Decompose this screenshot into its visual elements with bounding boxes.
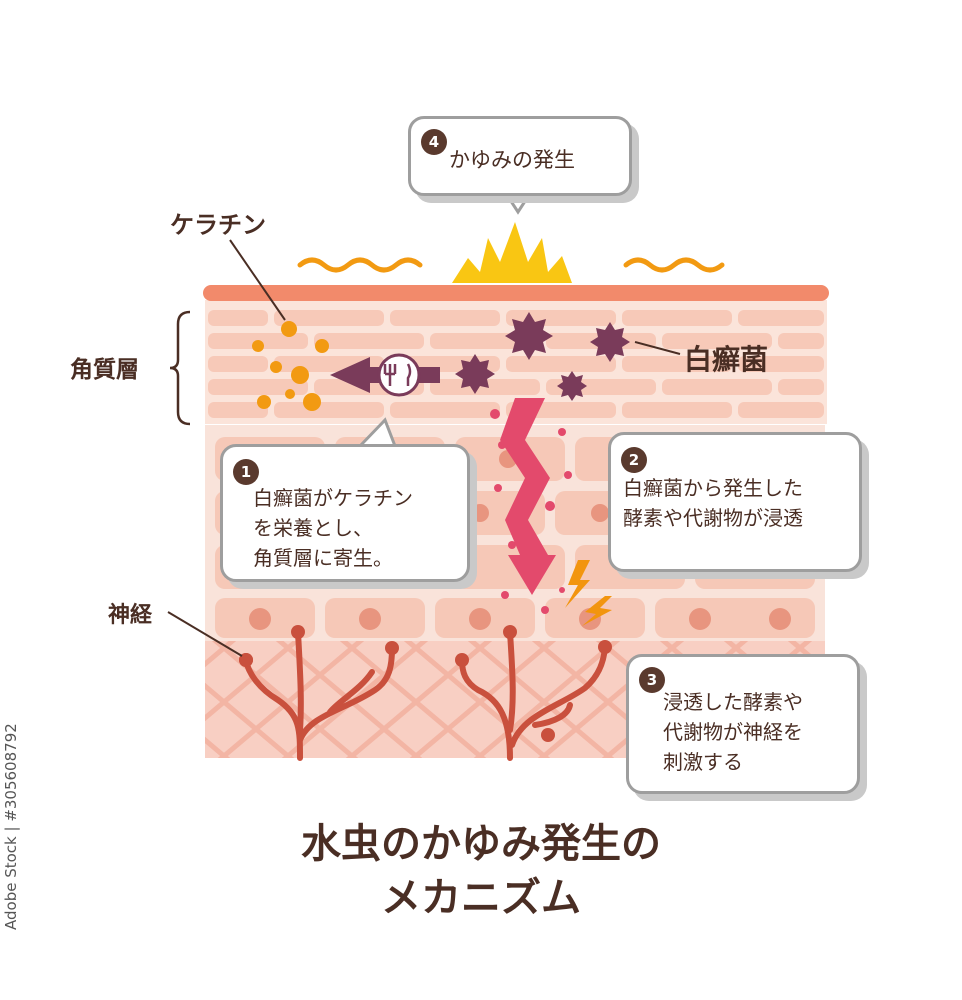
lightning-icon <box>565 560 590 608</box>
nerve-point <box>239 653 253 667</box>
callout-line: 白癬菌がケラチン <box>253 486 413 510</box>
keratin-dots <box>252 321 329 411</box>
corneum-brace <box>169 310 191 426</box>
fork-knife-glyph <box>383 363 412 386</box>
step-badge: 2 <box>621 447 647 473</box>
callout-fungus-parasitism: 1 白癬菌がケラチン を栄養とし、 角質層に寄生。 <box>220 444 470 582</box>
keratin-label: ケラチン <box>170 211 266 239</box>
callout-nerve-stimulation: 3 浸透した酵素や 代謝物が神経を 刺激する <box>626 654 860 794</box>
stock-credit: Adobe Stock | #305608792 <box>2 723 20 930</box>
enzyme-dots <box>490 409 572 614</box>
itch-wave-left-icon <box>297 257 423 273</box>
step-badge: 1 <box>233 459 259 485</box>
page-title-line1: 水虫のかゆみ発生の <box>301 821 661 867</box>
nerve-left <box>243 629 395 761</box>
callout-line: 角質層に寄生。 <box>253 546 393 570</box>
callout-enzyme-penetration: 2 白癬菌から発生した 酵素や代謝物が浸透 <box>608 432 862 572</box>
itch-burst-icon <box>452 222 572 283</box>
stratum-corneum-label: 角質層 <box>70 357 139 383</box>
nerve-right-endings <box>455 625 612 742</box>
lightning-icon <box>582 596 612 626</box>
trichophyton-fungi <box>455 312 630 401</box>
callout-line: 代謝物が神経を <box>663 720 803 744</box>
bubble1-tail <box>358 417 397 448</box>
callout-line: 浸透した酵素や <box>663 690 803 714</box>
step-badge: 4 <box>421 129 447 155</box>
nerve-label: 神経 <box>108 603 153 628</box>
keratin-pointer-line <box>229 239 286 321</box>
nerve-right <box>459 629 608 761</box>
bubble4-tail <box>503 191 533 215</box>
penetration-arrow-icon <box>500 398 556 595</box>
callout-line: 白癬菌から発生した <box>623 476 803 500</box>
callout-line: かゆみの発生 <box>449 148 575 172</box>
itch-wave-right-icon <box>623 257 725 273</box>
callout-line: 酵素や代謝物が浸透 <box>623 506 803 530</box>
skin-surface <box>203 285 829 301</box>
nerve-pointer-line <box>167 611 243 657</box>
callout-line: を栄養とし、 <box>253 516 373 540</box>
trichophyton-pointer-line <box>634 341 681 355</box>
callout-line: 刺激する <box>663 750 743 774</box>
step-badge: 3 <box>639 667 665 693</box>
callout-itch-onset: 4 かゆみの発生 <box>408 116 632 196</box>
trichophyton-label: 白癬菌 <box>684 343 769 376</box>
page-title-line2: メカニズム <box>381 875 581 921</box>
